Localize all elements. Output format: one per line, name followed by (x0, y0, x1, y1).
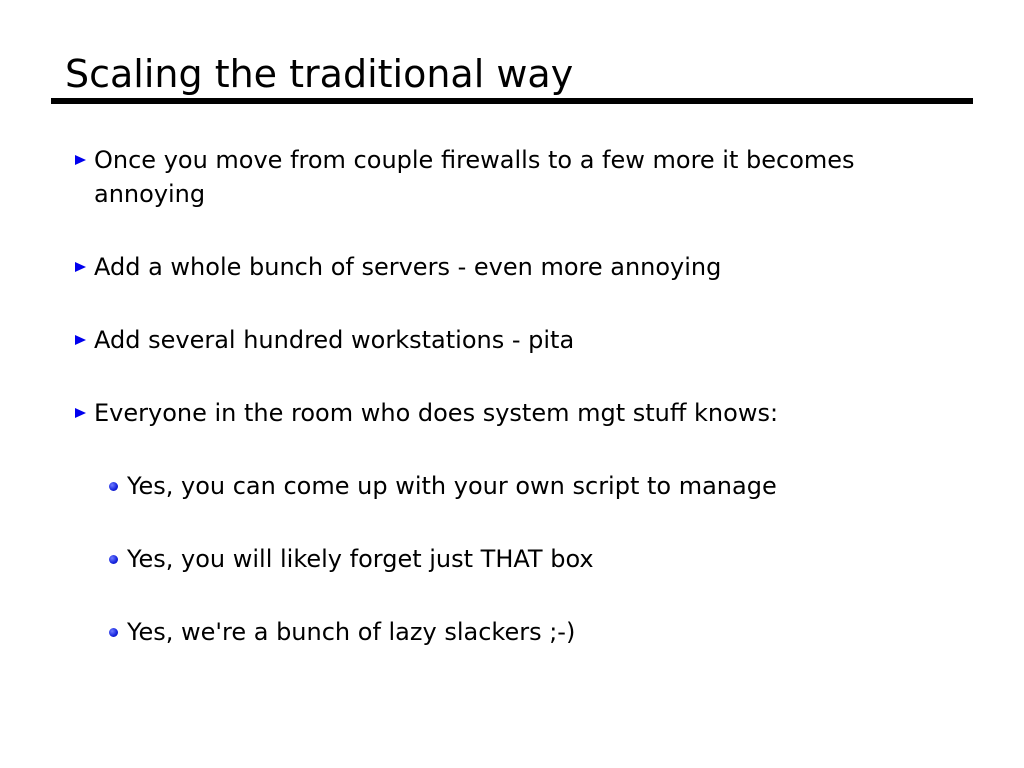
bullet-item: Once you move from couple firewalls to a… (75, 143, 954, 211)
sub-bullet-item: Yes, you can come up with your own scrip… (109, 469, 947, 503)
sub-bullet-text: Yes, we're a bunch of lazy slackers ;-) (127, 618, 576, 646)
sub-bullet-item: Yes, we're a bunch of lazy slackers ;-) (109, 615, 947, 649)
round-bullet-icon (109, 482, 118, 491)
bullet-item: Everyone in the room who does system mgt… (75, 396, 954, 430)
bullet-item: Add a whole bunch of servers - even more… (75, 250, 954, 284)
bullet-text: Everyone in the room who does system mgt… (94, 399, 779, 427)
bullet-text: Add several hundred workstations - pita (94, 326, 575, 354)
triangle-bullet-icon (75, 262, 86, 272)
title-divider (51, 98, 973, 104)
bullet-item: Add several hundred workstations - pita (75, 323, 954, 357)
round-bullet-icon (109, 628, 118, 637)
bullet-text: Add a whole bunch of servers - even more… (94, 253, 722, 281)
triangle-bullet-icon (75, 335, 86, 345)
sub-bullet-text: Yes, you will likely forget just THAT bo… (127, 545, 594, 573)
slide-title: Scaling the traditional way (65, 52, 574, 96)
bullet-text: Once you move from couple firewalls to a… (94, 146, 855, 208)
sub-bullet-item: Yes, you will likely forget just THAT bo… (109, 542, 947, 576)
triangle-bullet-icon (75, 408, 86, 418)
sub-bullet-text: Yes, you can come up with your own scrip… (127, 472, 777, 500)
triangle-bullet-icon (75, 155, 86, 165)
round-bullet-icon (109, 555, 118, 564)
